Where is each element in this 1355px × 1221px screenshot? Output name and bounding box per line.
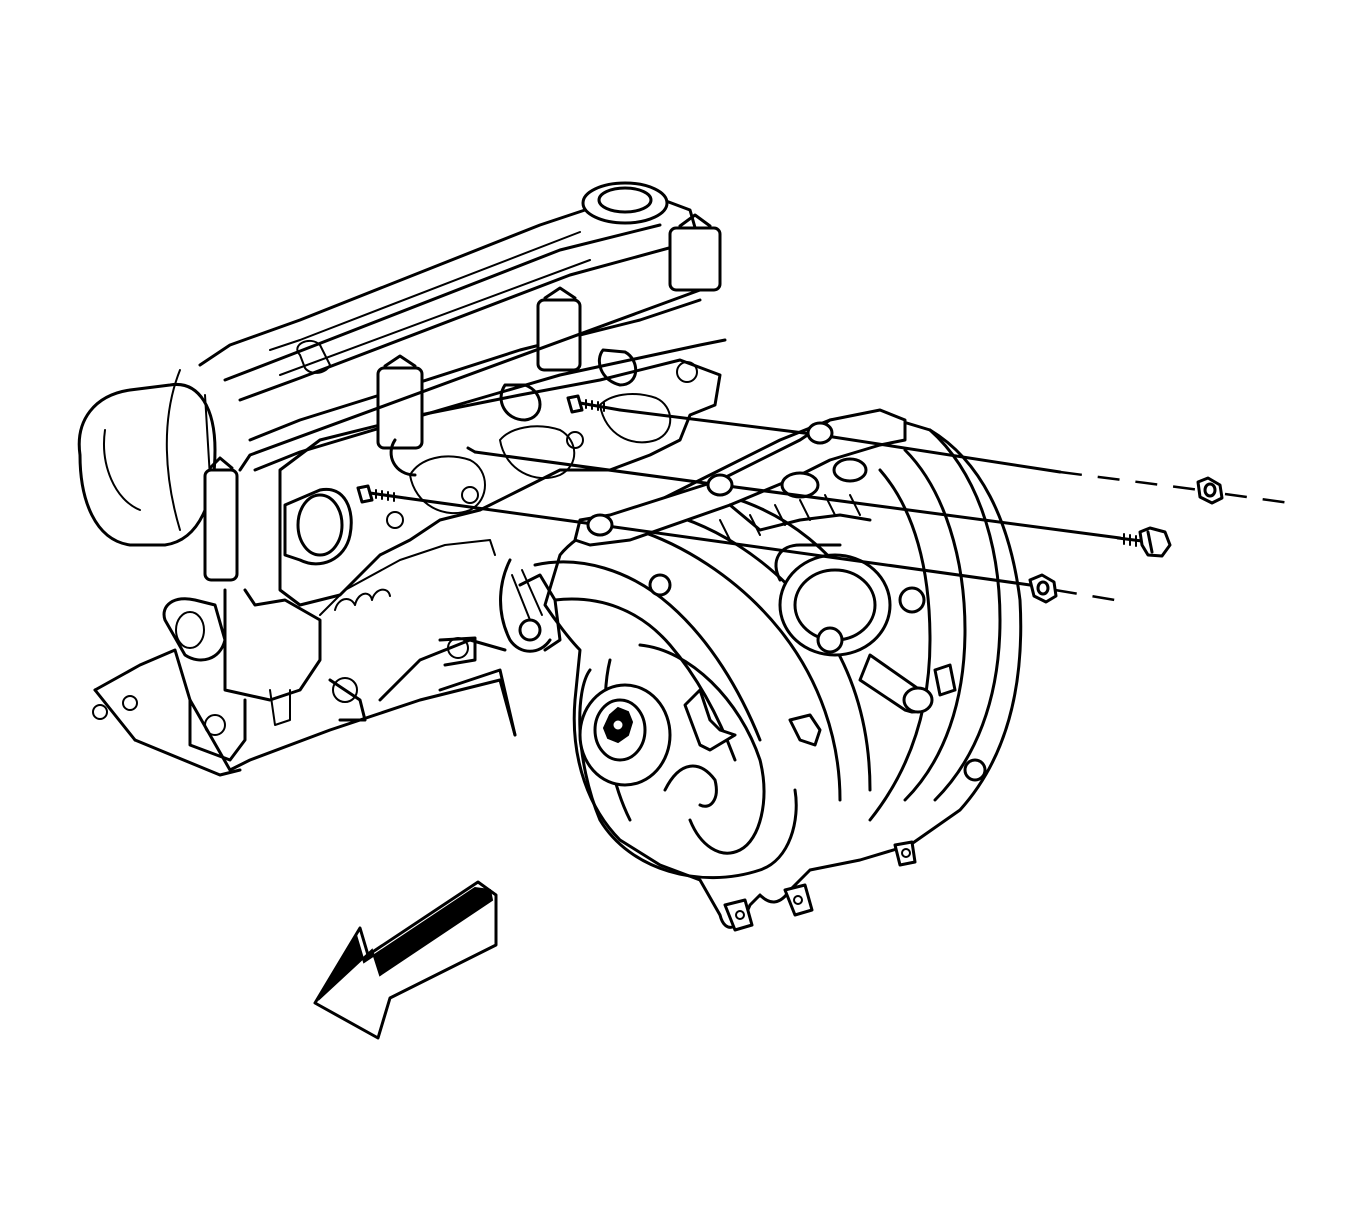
guide-line-lower: [403, 496, 602, 527]
intake-manifold: [499, 408, 1023, 932]
engine-block: [77, 181, 727, 777]
stud-upper-icon: [566, 394, 622, 414]
water-outlet: [162, 487, 353, 662]
nut-lower-icon: [1028, 573, 1058, 604]
bolt-middle-icon: [1116, 526, 1172, 558]
guide-line-upper: [618, 408, 822, 437]
fasteners: [356, 394, 1291, 604]
stud-lower-icon: [356, 484, 407, 504]
fuel-injector-bosses: [203, 213, 722, 582]
nut-upper-icon: [1196, 476, 1224, 505]
front-direction-arrow-icon: [313, 880, 498, 1040]
guide-line-middle: [473, 450, 722, 487]
